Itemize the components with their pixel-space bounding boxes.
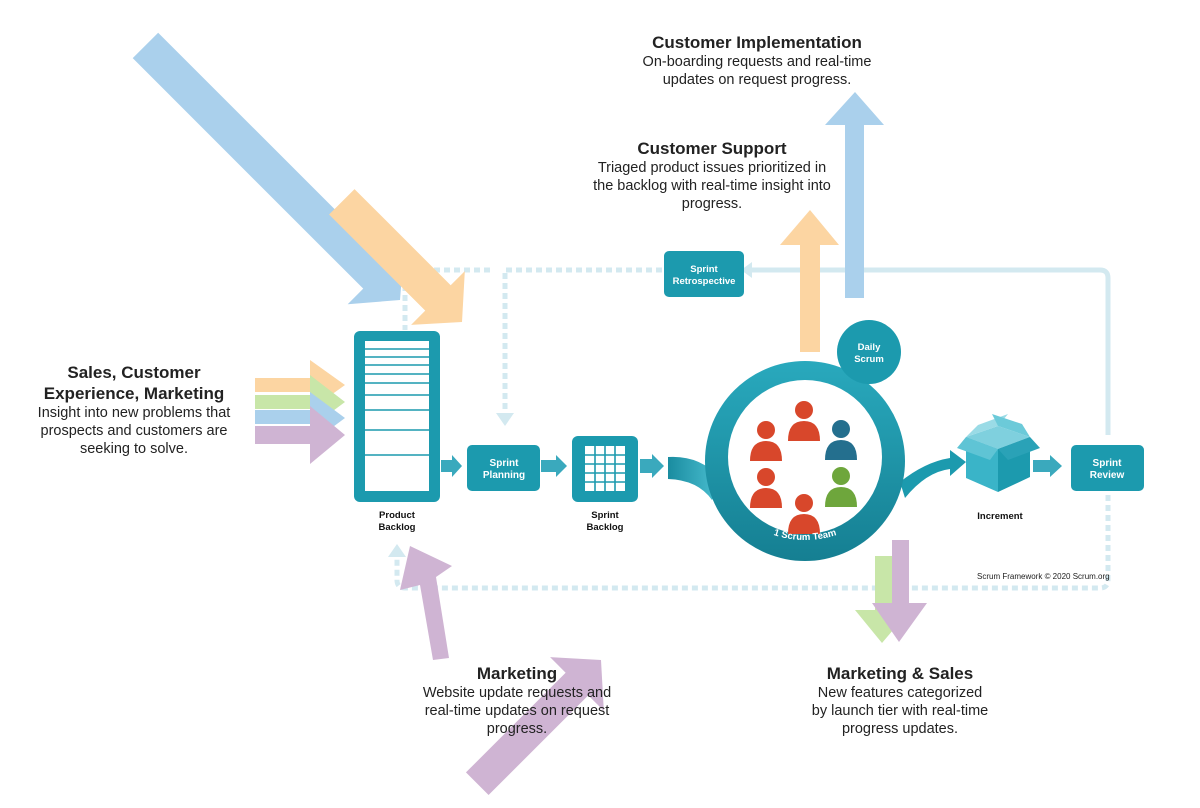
person-icon bbox=[825, 420, 857, 460]
arrow-planning-to-sprintbacklog bbox=[541, 455, 567, 477]
customer-support-callout: Customer Support Triaged product issues … bbox=[572, 138, 852, 213]
product-backlog-box bbox=[354, 331, 440, 502]
sprint-retrospective-box bbox=[664, 251, 744, 297]
callout-desc-line: Insight into new problems that bbox=[37, 405, 231, 421]
marketing-up-arrow bbox=[400, 546, 452, 660]
marketing-sales-callout: Marketing & Sales New features categoriz… bbox=[780, 663, 1020, 738]
customer-implementation-callout: Customer Implementation On-boarding requ… bbox=[617, 32, 897, 89]
daily-scrum-circle bbox=[837, 320, 901, 384]
person-icon bbox=[750, 421, 782, 461]
callout-desc-line: New features categorized bbox=[817, 685, 983, 701]
sprint-planning-box bbox=[467, 445, 540, 491]
arrow-backlog-to-planning bbox=[441, 455, 462, 477]
callout-desc-line: by launch tier with real-time bbox=[811, 703, 989, 719]
marketing-callout: Marketing Website update requests and re… bbox=[397, 663, 637, 738]
callout-desc-line: Website update requests and bbox=[422, 685, 612, 701]
blue-up-arrow bbox=[825, 92, 884, 298]
retro-arrowhead bbox=[741, 262, 752, 278]
callout-desc-line: On-boarding requests and real-time bbox=[642, 54, 872, 70]
callout-desc-line: real-time updates on request bbox=[424, 703, 610, 719]
callout-title: Sales, Customer bbox=[67, 363, 201, 382]
person-icon bbox=[788, 494, 820, 534]
person-icon bbox=[788, 401, 820, 441]
scrum-team-label: 1 Scrum Team bbox=[772, 527, 837, 543]
callout-desc-line: progress updates. bbox=[841, 721, 959, 737]
sprint-review-box bbox=[1071, 445, 1144, 491]
copyright-note: Scrum Framework © 2020 Scrum.org bbox=[977, 572, 1110, 581]
callout-title: Marketing & Sales bbox=[826, 664, 974, 683]
sales-input-arrows bbox=[255, 360, 345, 464]
person-icon bbox=[750, 468, 782, 508]
callout-desc-line: the backlog with real-time insight into bbox=[593, 178, 831, 194]
increment-label: Increment bbox=[977, 511, 1023, 522]
arrow-increment-to-review bbox=[1033, 455, 1062, 477]
callout-title: Customer Support bbox=[637, 139, 787, 158]
backlog-up-arrowhead bbox=[388, 544, 406, 557]
callout-desc-line: progress. bbox=[681, 196, 743, 212]
callout-title: Customer Implementation bbox=[652, 33, 862, 52]
callout-desc-line: seeking to solve. bbox=[79, 441, 188, 457]
planning-down-arrowhead bbox=[496, 413, 514, 426]
arrow-sprintbacklog-to-team bbox=[640, 454, 664, 478]
callout-desc-line: progress. bbox=[486, 721, 548, 737]
customer-implementation-arrow bbox=[132, 32, 405, 305]
increment-box-icon bbox=[957, 414, 1040, 492]
person-icon bbox=[825, 467, 857, 507]
purple-down-arrow bbox=[872, 540, 927, 642]
swoosh-out bbox=[900, 450, 966, 498]
marketing-diagonal-arrow bbox=[465, 657, 604, 796]
callout-desc-line: prospects and customers are bbox=[40, 423, 228, 439]
sales-callout: Sales, Customer Experience, Marketing In… bbox=[18, 362, 250, 458]
callout-desc-line: Triaged product issues prioritized in bbox=[597, 160, 827, 176]
customer-support-arrow bbox=[329, 189, 465, 325]
callout-title: Marketing bbox=[476, 664, 558, 683]
team-member-icons bbox=[750, 401, 857, 534]
peach-up-arrow bbox=[780, 210, 839, 352]
callout-desc-line: updates on request progress. bbox=[662, 72, 852, 88]
sprint-backlog-box bbox=[572, 436, 638, 502]
callout-title: Experience, Marketing bbox=[43, 384, 225, 403]
